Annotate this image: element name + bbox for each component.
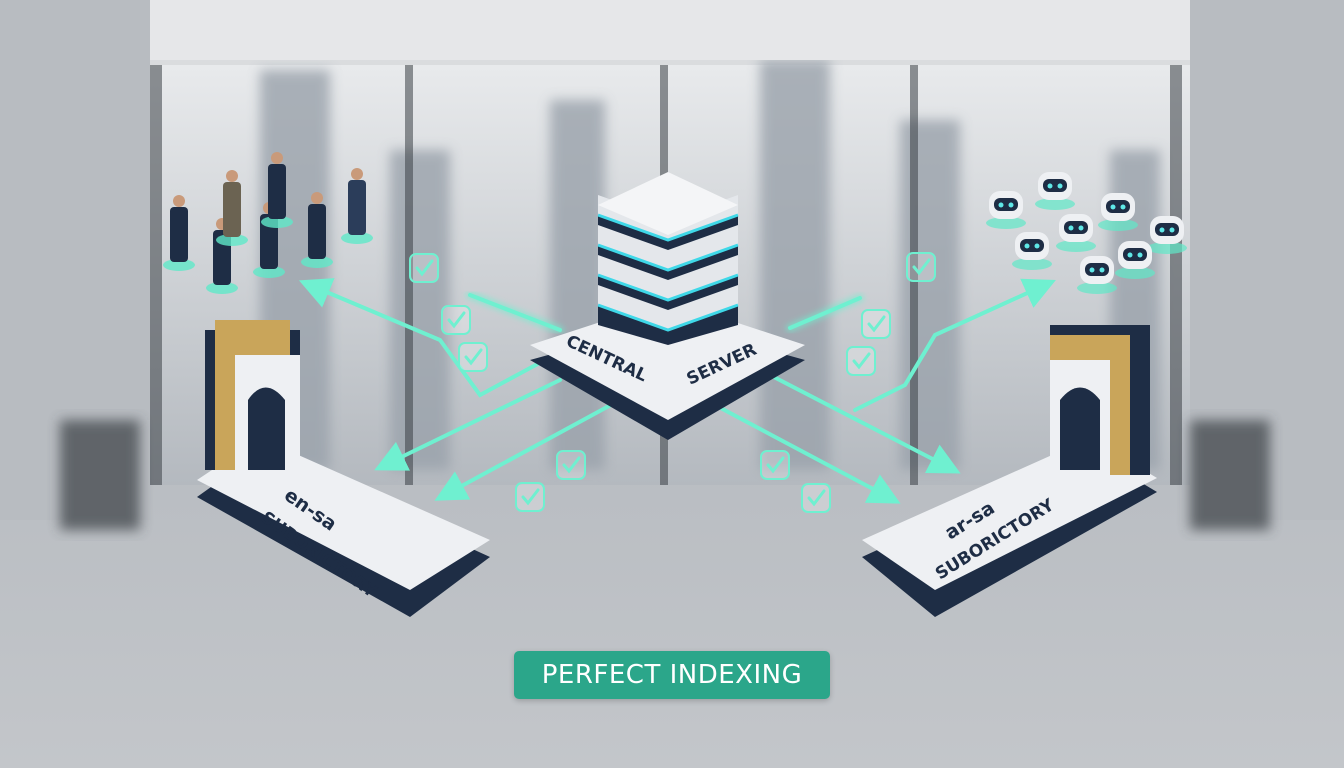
person-icon <box>163 195 195 271</box>
arrow-to-left-platform <box>374 378 562 471</box>
checkmark-icon <box>861 309 891 339</box>
person-icon <box>261 152 293 228</box>
server-layer <box>597 285 739 332</box>
robot-icon <box>1147 216 1187 254</box>
library-arch-icon <box>205 320 300 470</box>
right-platform: ar-sa SUBORICTORY <box>862 325 1157 617</box>
robot-group <box>986 172 1187 294</box>
person-icon <box>341 168 373 244</box>
robot-icon <box>1077 256 1117 294</box>
perfect-indexing-banner: PERFECT INDEXING <box>514 651 830 699</box>
robot-icon <box>1035 172 1075 210</box>
people-group <box>163 152 373 294</box>
arrow-to-right-platform <box>768 373 961 474</box>
checkmark-icon <box>458 342 488 372</box>
checkmark-icon <box>441 305 471 335</box>
central-server: CENTRAL SERVER <box>530 172 805 440</box>
library-arch-icon <box>1050 325 1150 475</box>
checkmark-icon <box>906 252 936 282</box>
server-icon <box>597 172 739 345</box>
checkmark-icon <box>760 450 790 480</box>
checkmark-icon <box>801 483 831 513</box>
server-layer <box>597 225 739 272</box>
robot-icon <box>1098 193 1138 231</box>
robot-icon <box>1115 241 1155 279</box>
arrow-to-left-platform-2 <box>434 398 622 501</box>
central-platform <box>530 300 805 420</box>
checkmarks <box>409 252 936 513</box>
person-icon <box>301 192 333 268</box>
arrow-to-robots <box>853 278 1056 412</box>
robot-icon <box>986 191 1026 229</box>
person-icon <box>216 170 248 246</box>
left-platform: en-sa SUBORICTORY <box>197 320 490 617</box>
robot-icon <box>1012 232 1052 270</box>
checkmark-icon <box>515 482 545 512</box>
robot-icon <box>1056 214 1096 252</box>
checkmark-icon <box>846 346 876 376</box>
arrow-to-right-platform-2 <box>713 403 901 504</box>
checkmark-icon <box>556 450 586 480</box>
checkmark-icon <box>409 253 439 283</box>
server-layer <box>597 255 739 302</box>
